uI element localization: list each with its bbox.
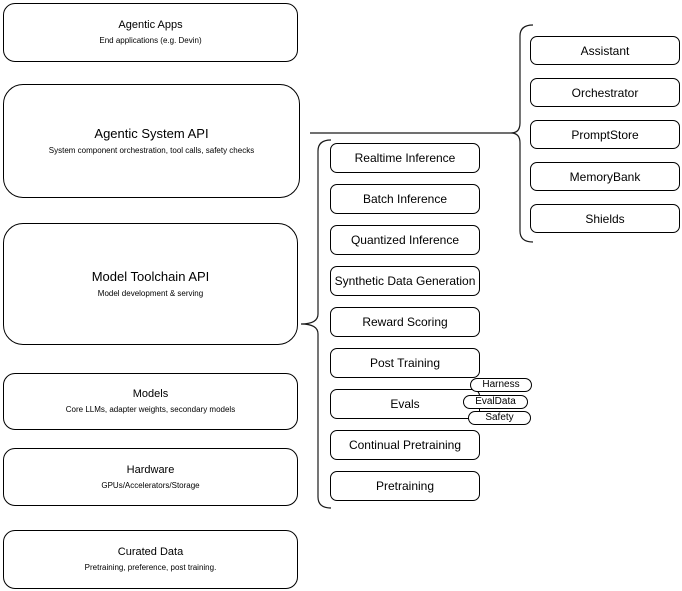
node-title: Models: [132, 388, 169, 400]
tag-label: Safety: [485, 412, 514, 423]
node-memorybank: MemoryBank: [530, 162, 680, 191]
node-label: Evals: [390, 397, 420, 411]
node-continual-pretraining: Continual Pretraining: [330, 430, 480, 460]
node-orchestrator: Orchestrator: [530, 78, 680, 107]
node-title: Model Toolchain API: [91, 269, 210, 284]
node-label: PromptStore: [571, 127, 639, 142]
middle-column-brace: [300, 139, 332, 509]
node-post-training: Post Training: [330, 348, 480, 378]
node-title: Agentic Apps: [118, 19, 183, 31]
node-label: Batch Inference: [362, 192, 448, 206]
node-label: Continual Pretraining: [348, 438, 462, 452]
node-subtitle: Core LLMs, adapter weights, secondary mo…: [65, 405, 236, 414]
node-title: Agentic System API: [94, 126, 209, 141]
node-model-toolchain-api: Model Toolchain API Model development & …: [3, 223, 298, 345]
node-realtime-inference: Realtime Inference: [330, 143, 480, 173]
node-subtitle: GPUs/Accelerators/Storage: [101, 480, 200, 490]
node-title: Hardware: [126, 463, 175, 476]
node-models: Models Core LLMs, adapter weights, secon…: [3, 373, 298, 430]
node-label: Post Training: [369, 356, 441, 370]
node-shields: Shields: [530, 204, 680, 233]
node-label: Realtime Inference: [354, 151, 456, 165]
node-label: MemoryBank: [569, 169, 641, 184]
node-promptstore: PromptStore: [530, 120, 680, 149]
tag-label: Harness: [482, 379, 520, 390]
node-subtitle: Pretraining, preference, post training.: [84, 563, 217, 572]
node-pretraining: Pretraining: [330, 471, 480, 501]
node-subtitle: Model development & serving: [97, 289, 204, 298]
node-synthetic-data-generation: Synthetic Data Generation: [330, 266, 480, 296]
node-evals: Evals: [330, 389, 480, 419]
node-label: Quantized Inference: [350, 233, 460, 247]
node-batch-inference: Batch Inference: [330, 184, 480, 214]
node-subtitle: End applications (e.g. Devin): [99, 36, 202, 45]
node-title: Curated Data: [117, 546, 184, 558]
node-label: Shields: [585, 211, 625, 226]
node-assistant: Assistant: [530, 36, 680, 65]
node-label: Synthetic Data Generation: [334, 274, 476, 288]
tag-evaldata: EvalData: [463, 395, 528, 409]
tag-label: EvalData: [475, 396, 516, 407]
node-subtitle: System component orchestration, tool cal…: [48, 146, 255, 155]
node-agentic-system-api: Agentic System API System component orch…: [3, 84, 300, 198]
node-label: Assistant: [580, 43, 630, 58]
node-label: Orchestrator: [571, 85, 639, 100]
node-agentic-apps: Agentic Apps End applications (e.g. Devi…: [3, 3, 298, 62]
tag-safety: Safety: [468, 411, 531, 425]
node-hardware: Hardware GPUs/Accelerators/Storage: [3, 448, 298, 506]
node-label: Pretraining: [375, 479, 435, 493]
tag-harness: Harness: [470, 378, 532, 392]
node-reward-scoring: Reward Scoring: [330, 307, 480, 337]
node-label: Reward Scoring: [362, 315, 448, 329]
node-quantized-inference: Quantized Inference: [330, 225, 480, 255]
node-curated-data: Curated Data Pretraining, preference, po…: [3, 530, 298, 589]
